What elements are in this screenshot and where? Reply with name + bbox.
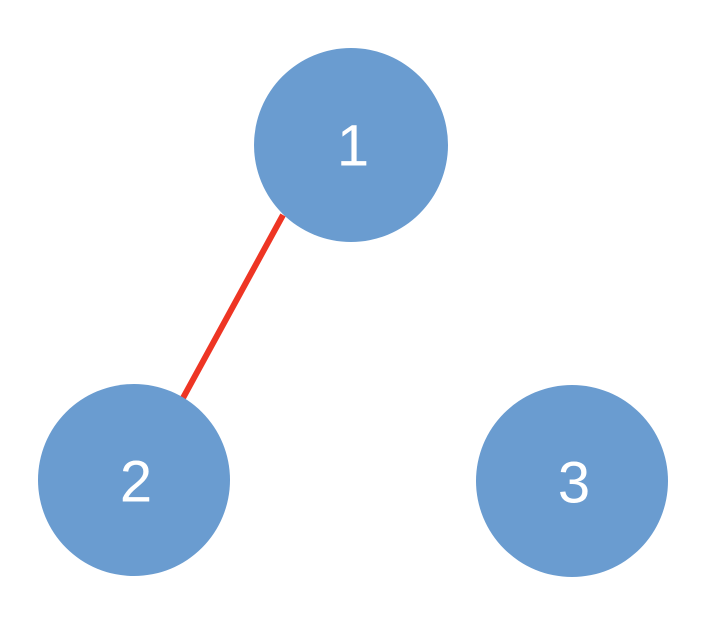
node-3-label: 3 — [558, 451, 590, 516]
node-1[interactable]: 1 — [254, 48, 448, 242]
node-1-label: 1 — [337, 114, 369, 179]
node-layer: 1 2 3 — [38, 48, 668, 577]
node-3-circle[interactable] — [476, 385, 668, 577]
edge-layer — [180, 213, 286, 400]
node-2-label: 2 — [120, 450, 152, 515]
edge-1-2[interactable] — [180, 213, 286, 400]
node-2-circle[interactable] — [38, 384, 230, 576]
node-1-circle[interactable] — [254, 48, 448, 242]
node-3[interactable]: 3 — [476, 385, 668, 577]
node-2[interactable]: 2 — [38, 384, 230, 576]
